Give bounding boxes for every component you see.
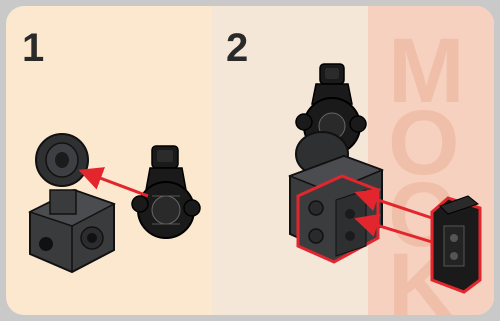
step2-highlight-part (432, 196, 480, 292)
step1-ball-joint (132, 146, 200, 238)
step2-highlight-plate (298, 176, 378, 262)
axle-hole-icon (39, 237, 53, 251)
step1-arrow (84, 172, 148, 196)
